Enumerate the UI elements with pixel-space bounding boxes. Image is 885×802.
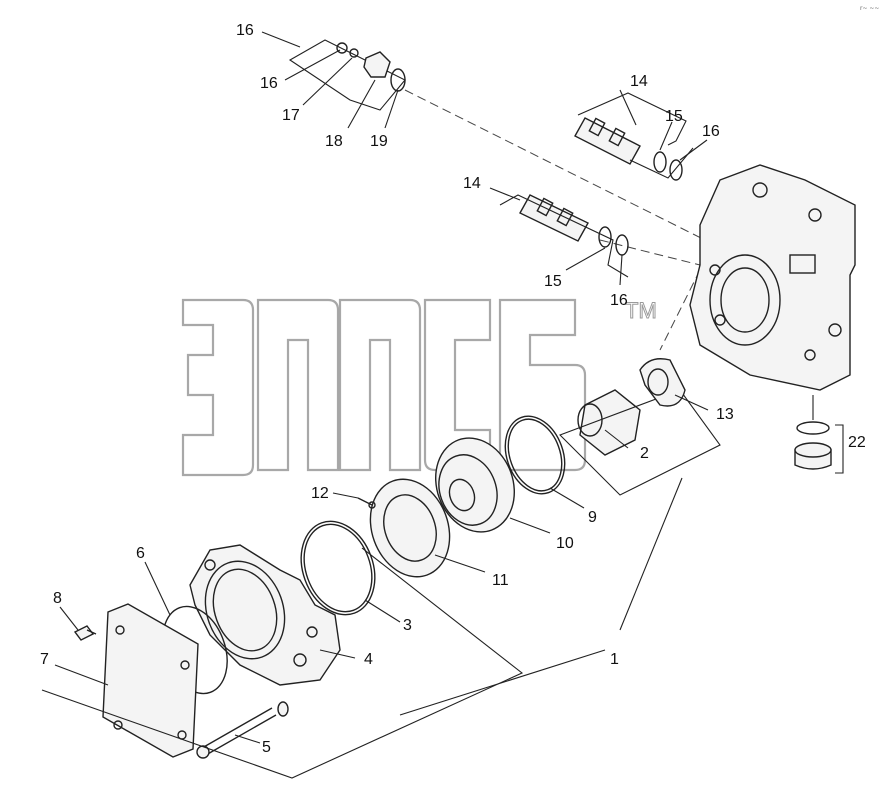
callout-13: 13 xyxy=(716,406,734,423)
callout-22: 22 xyxy=(848,434,866,451)
corner-mark: r~ ~~ xyxy=(860,5,879,12)
valve-body xyxy=(689,164,856,391)
callout-16-lower: 16 xyxy=(610,292,628,309)
callout-3: 3 xyxy=(403,617,412,634)
callout-10: 10 xyxy=(556,535,574,552)
callout-16-upper: 16 xyxy=(702,123,720,140)
callout-18: 16 xyxy=(260,75,278,92)
cover-part-7 xyxy=(102,603,199,758)
watermark-logo: TM xyxy=(181,298,657,477)
callout-14-upper: 14 xyxy=(630,73,648,90)
callout-8: 8 xyxy=(53,590,62,607)
callout-4: 4 xyxy=(364,651,373,668)
callout-2: 2 xyxy=(640,445,649,462)
callout-9: 9 xyxy=(588,509,597,526)
callout-17: 16 xyxy=(236,22,254,39)
callout-5: 5 xyxy=(262,739,271,756)
callout-7: 7 xyxy=(40,651,49,668)
callout-1: 1 xyxy=(610,651,619,668)
screw-part-12 xyxy=(357,497,376,509)
oring-part-9-inner xyxy=(507,418,563,492)
bolt-part-5 xyxy=(196,701,289,759)
callout-14-lower: 14 xyxy=(463,175,481,192)
housing-part-4 xyxy=(189,544,341,686)
callout-15-upper: 15 xyxy=(665,108,683,125)
assembly-outline-1 xyxy=(41,547,524,779)
leader-lines xyxy=(54,31,844,744)
callout-15-lower: 15 xyxy=(544,273,562,290)
oring-part-3 xyxy=(300,520,376,616)
small-parts-top xyxy=(288,39,406,111)
callout-19: 17 xyxy=(282,107,300,124)
callouts: 16 16 17 18 19 14 15 16 14 15 16 13 22 2… xyxy=(40,22,866,756)
bolt-part-8 xyxy=(73,625,97,641)
spool-upper xyxy=(574,92,694,181)
sleeve-part-2 xyxy=(559,389,721,496)
spool-lower xyxy=(499,194,629,278)
callout-20: 18 xyxy=(325,133,343,150)
watermark-tm: TM xyxy=(625,298,657,323)
ring-part-13 xyxy=(639,358,686,407)
oring-part-9 xyxy=(504,415,566,495)
part-22-plug xyxy=(794,395,832,470)
disc-part-10 xyxy=(434,437,516,533)
callout-6: 6 xyxy=(136,545,145,562)
plate-part-11 xyxy=(369,478,451,578)
callout-12: 12 xyxy=(311,485,329,502)
callout-11: 11 xyxy=(492,572,509,589)
oring-part-3-inner xyxy=(303,523,373,613)
callout-21: 19 xyxy=(370,133,388,150)
